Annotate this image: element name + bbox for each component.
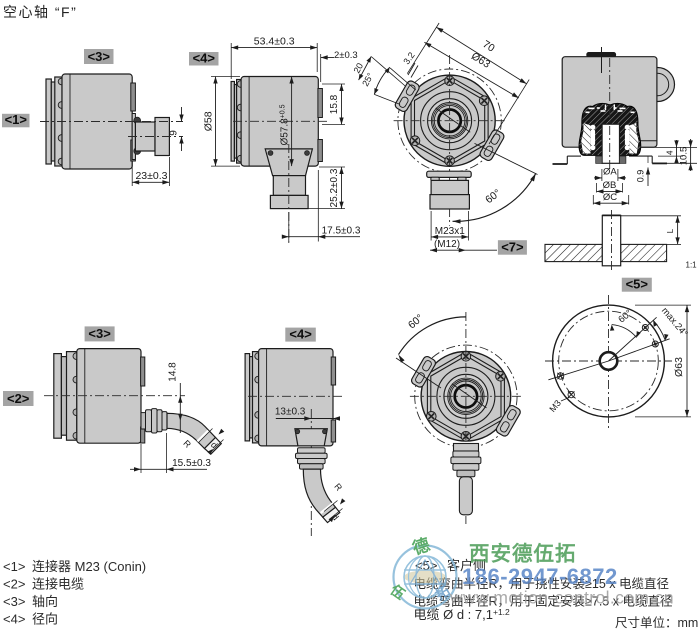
svg-text:<2>: <2> [7, 391, 30, 406]
svg-text:ØA: ØA [603, 167, 617, 178]
svg-text:<5>: <5> [626, 277, 649, 292]
svg-text:13±0.3: 13±0.3 [275, 407, 306, 418]
svg-text:www.motion-control.com.cn: www.motion-control.com.cn [449, 588, 674, 608]
svg-text:4: 4 [666, 150, 675, 155]
svg-text:70: 70 [480, 38, 496, 54]
svg-text:<4>: <4> [289, 326, 312, 341]
svg-text:<3>: <3> [3, 594, 25, 609]
svg-text:拓: 拓 [432, 582, 452, 603]
svg-text:德: 德 [410, 534, 432, 558]
svg-text:<1>: <1> [3, 559, 25, 574]
svg-text:尺寸单位：mm: 尺寸单位：mm [615, 615, 698, 629]
svg-text:电缆弯曲半径R，用于挠性安装≥15 x 电缆直径: 电缆弯曲半径R，用于挠性安装≥15 x 电缆直径 [414, 576, 670, 591]
svg-text:25.2±0.3: 25.2±0.3 [329, 168, 340, 207]
svg-text:0.9: 0.9 [636, 170, 646, 183]
svg-text:186-2947-6872: 186-2947-6872 [462, 564, 618, 589]
svg-text:Ø63: Ø63 [673, 357, 685, 377]
svg-text:ØB: ØB [603, 180, 617, 191]
svg-text:23±0.3: 23±0.3 [135, 170, 167, 182]
svg-text:<4>: <4> [193, 50, 216, 65]
svg-text:客户侧: 客户侧 [447, 558, 486, 573]
svg-text:西安德伍拓: 西安德伍拓 [469, 542, 577, 566]
svg-text:<3>: <3> [88, 49, 111, 64]
svg-text:20: 20 [352, 61, 366, 75]
svg-text:轴向: 轴向 [32, 594, 58, 609]
svg-text:<1>: <1> [5, 112, 28, 127]
svg-text:ØC: ØC [603, 192, 617, 203]
svg-text:9: 9 [169, 130, 180, 136]
svg-text:15.5±0.3: 15.5±0.3 [172, 458, 211, 469]
svg-text:R: R [332, 481, 344, 493]
svg-text:14.8: 14.8 [168, 362, 179, 382]
svg-text:(M12): (M12) [434, 239, 460, 250]
svg-text:2±0.3: 2±0.3 [334, 50, 358, 61]
svg-text:1:1: 1:1 [686, 261, 698, 270]
svg-text:d: d [330, 512, 341, 522]
svg-text:<2>: <2> [3, 577, 25, 592]
svg-text:径向: 径向 [32, 612, 58, 627]
svg-text:电缆弯曲半径R，用于固定安装≥7.5 x 电缆直径: 电缆弯曲半径R，用于固定安装≥7.5 x 电缆直径 [414, 594, 673, 609]
svg-text:连接器 M23 (Conin): 连接器 M23 (Conin) [32, 559, 146, 574]
svg-text:d: d [209, 440, 220, 451]
svg-text:<7>: <7> [501, 240, 524, 255]
svg-text:Ø57.8+0.5: Ø57.8+0.5 [280, 104, 291, 145]
svg-text:10.5: 10.5 [679, 147, 690, 166]
svg-text:15.8: 15.8 [329, 94, 340, 114]
svg-text:电缆 Ø d : 7,1+1.2: 电缆 Ø d : 7,1+1.2 [414, 607, 511, 622]
svg-text:53.4±0.3: 53.4±0.3 [254, 36, 295, 48]
svg-text:连接电缆: 连接电缆 [32, 577, 84, 592]
svg-text:<4>: <4> [3, 612, 25, 627]
svg-text:空心轴 “F”: 空心轴 “F” [3, 4, 77, 20]
svg-text:L: L [666, 228, 675, 233]
svg-text:<3>: <3> [88, 326, 111, 341]
svg-text:M23x1: M23x1 [435, 226, 465, 237]
svg-text:17.5±0.3: 17.5±0.3 [322, 226, 361, 237]
svg-text:Ø58: Ø58 [203, 111, 215, 131]
